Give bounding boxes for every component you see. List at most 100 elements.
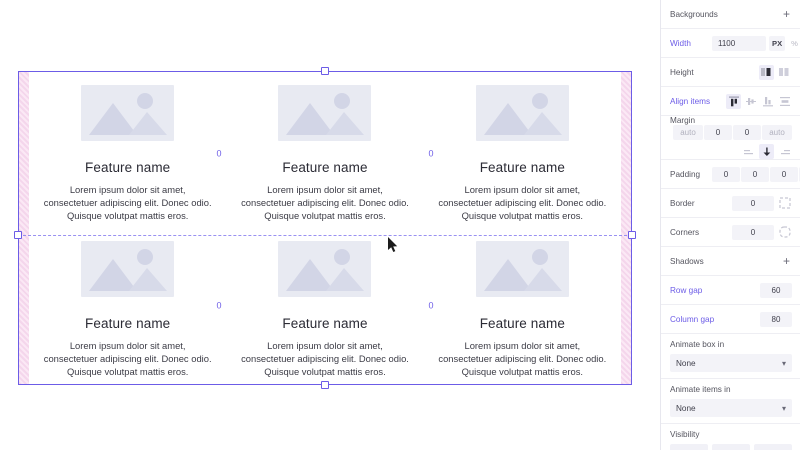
add-shadow-button[interactable]: + — [782, 254, 790, 268]
margin-top-input[interactable]: auto — [673, 125, 703, 140]
column-gap-label: 0 — [427, 300, 435, 311]
width-unit-percent[interactable]: % — [791, 38, 798, 48]
corners-radius-icon[interactable] — [777, 225, 792, 240]
card-title: Feature name — [479, 316, 565, 331]
row-border[interactable]: Border 0 — [661, 189, 800, 218]
column-gap-label: 0 — [427, 148, 435, 159]
selected-section[interactable]: Feature name Lorem ipsum dolor sit amet,… — [18, 71, 632, 385]
image-placeholder-icon — [81, 85, 175, 141]
row-column-gap[interactable]: Column gap 80 — [661, 305, 800, 334]
visibility-segmented-control[interactable] — [670, 444, 792, 450]
backgrounds-label: Backgrounds — [670, 9, 718, 19]
row-corners[interactable]: Corners 0 — [661, 218, 800, 247]
width-unit-px[interactable]: PX — [769, 35, 786, 51]
align-top-icon[interactable] — [726, 93, 741, 109]
card-body: Lorem ipsum dolor sit amet, consectetuer… — [43, 340, 212, 378]
visibility-label: Visibility — [670, 430, 700, 439]
resize-handle-left[interactable] — [14, 231, 22, 239]
card-title: Feature name — [85, 316, 171, 331]
margin-left-input[interactable]: auto — [762, 125, 792, 140]
margin-label: Margin — [670, 116, 696, 125]
visibility-option-desktop[interactable] — [670, 444, 708, 450]
feature-card[interactable]: Feature name Lorem ipsum dolor sit amet,… — [226, 228, 423, 384]
height-fixed-icon[interactable] — [777, 65, 792, 80]
align-bottom-icon[interactable] — [760, 94, 775, 109]
feature-card[interactable]: Feature name Lorem ipsum dolor sit amet,… — [226, 72, 423, 228]
animate-box-in-select[interactable]: None ▾ — [670, 354, 792, 372]
card-body: Lorem ipsum dolor sit amet, consectetuer… — [43, 184, 212, 222]
add-background-button[interactable]: + — [782, 7, 790, 21]
border-sides-icon[interactable] — [777, 196, 792, 211]
row-padding[interactable]: Padding 0 0 0 0 — [661, 160, 800, 189]
width-input[interactable]: 1100 — [712, 35, 766, 51]
row-shadows[interactable]: Shadows + — [661, 247, 800, 276]
margin-align-right-icon[interactable] — [777, 144, 792, 159]
border-input[interactable]: 0 — [732, 195, 774, 211]
column-gap-label: 0 — [215, 148, 223, 159]
column-gap-label: 0 — [215, 300, 223, 311]
padding-label: Padding — [670, 169, 701, 179]
image-placeholder-icon — [475, 85, 569, 141]
padding-overlay-left — [19, 72, 29, 384]
feature-grid: Feature name Lorem ipsum dolor sit amet,… — [29, 72, 621, 384]
padding-bottom-input[interactable]: 0 — [770, 166, 798, 182]
resize-handle-top[interactable] — [321, 67, 329, 75]
column-gap-input[interactable]: 80 — [760, 311, 792, 327]
corners-label: Corners — [670, 227, 700, 237]
resize-handle-right[interactable] — [628, 231, 636, 239]
row-width[interactable]: Width 1100 PX % — [661, 29, 800, 58]
visibility-option-tablet[interactable] — [712, 444, 750, 450]
image-placeholder-icon — [81, 241, 175, 297]
row-animate-items-in[interactable]: Animate items in None ▾ — [661, 379, 800, 424]
properties-panel[interactable]: Backgrounds + Width 1100 PX % Height — [660, 0, 800, 450]
feature-card[interactable]: Feature name Lorem ipsum dolor sit amet,… — [29, 228, 226, 384]
mouse-cursor-icon — [388, 237, 398, 252]
card-title: Feature name — [479, 160, 565, 175]
border-label: Border — [670, 198, 695, 208]
card-title: Feature name — [282, 160, 368, 175]
row-animate-box-in[interactable]: Animate box in None ▾ — [661, 334, 800, 379]
feature-card[interactable]: Feature name Lorem ipsum dolor sit amet,… — [29, 72, 226, 228]
align-middle-icon[interactable] — [743, 94, 758, 109]
animate-items-in-value: None — [676, 403, 696, 413]
card-body: Lorem ipsum dolor sit amet, consectetuer… — [438, 340, 607, 378]
row-height[interactable]: Height — [661, 58, 800, 87]
card-title: Feature name — [282, 316, 368, 331]
height-auto-icon[interactable] — [759, 64, 774, 80]
card-title: Feature name — [85, 160, 171, 175]
card-body: Lorem ipsum dolor sit amet, consectetuer… — [438, 184, 607, 222]
animate-items-in-label: Animate items in — [670, 385, 731, 394]
margin-align-center-icon[interactable] — [759, 144, 774, 159]
chevron-down-icon: ▾ — [781, 403, 786, 413]
row-align-items[interactable]: Align items — [661, 87, 800, 116]
row-gap-input[interactable]: 60 — [760, 282, 792, 298]
row-gap-label: Row gap — [670, 285, 703, 295]
padding-right-input[interactable]: 0 — [741, 166, 769, 182]
align-stretch-icon[interactable] — [777, 94, 792, 109]
row-backgrounds[interactable]: Backgrounds + — [661, 0, 800, 29]
height-label: Height — [670, 67, 694, 77]
width-label: Width — [670, 38, 691, 48]
padding-overlay-right — [621, 72, 631, 384]
image-placeholder-icon — [278, 241, 372, 297]
margin-right-input[interactable]: 0 — [704, 125, 732, 140]
row-margin[interactable]: Margin auto 0 0 auto — [661, 116, 800, 160]
margin-bottom-input[interactable]: 0 — [733, 125, 761, 140]
row-visibility[interactable]: Visibility — [661, 424, 800, 450]
card-body: Lorem ipsum dolor sit amet, consectetuer… — [241, 340, 409, 378]
card-body: Lorem ipsum dolor sit amet, consectetuer… — [241, 184, 409, 222]
animate-items-in-select[interactable]: None ▾ — [670, 399, 792, 417]
feature-card[interactable]: Feature name Lorem ipsum dolor sit amet,… — [424, 228, 621, 384]
margin-align-left-icon[interactable] — [741, 144, 756, 159]
design-canvas[interactable]: Feature name Lorem ipsum dolor sit amet,… — [0, 0, 660, 450]
corners-input[interactable]: 0 — [732, 224, 774, 240]
animate-box-in-value: None — [676, 358, 696, 368]
padding-top-input[interactable]: 0 — [712, 166, 740, 182]
image-placeholder-icon — [278, 85, 372, 141]
chevron-down-icon: ▾ — [781, 358, 786, 368]
resize-handle-bottom[interactable] — [321, 381, 329, 389]
visibility-option-mobile[interactable] — [754, 444, 792, 450]
feature-card[interactable]: Feature name Lorem ipsum dolor sit amet,… — [424, 72, 621, 228]
row-row-gap[interactable]: Row gap 60 — [661, 276, 800, 305]
